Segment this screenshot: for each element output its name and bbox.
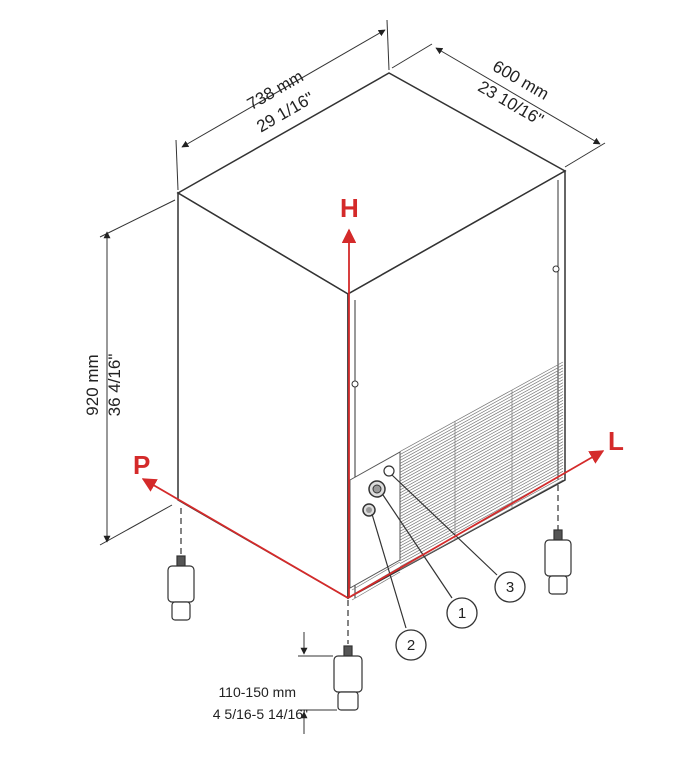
grille-slat [351, 571, 401, 601]
connector-3 [383, 465, 395, 477]
grille-slat [399, 376, 564, 467]
foot-center [333, 600, 363, 711]
grille-slat [351, 561, 401, 591]
grille-slat [399, 447, 564, 538]
grille-slat [399, 385, 564, 476]
callout-2-label: 2 [407, 637, 415, 654]
grille-slat [399, 388, 564, 479]
grille-slat [399, 464, 564, 556]
callout-bubbles [395, 571, 526, 661]
grille-slat [399, 417, 564, 508]
axis-l-line [347, 450, 605, 599]
grille-slat [399, 435, 564, 526]
grille-slat [399, 450, 564, 541]
feet [167, 485, 572, 711]
dim-depth [391, 43, 606, 168]
grille-slat [399, 370, 564, 461]
grille-slat [399, 405, 564, 497]
dim-foot-mm: 110-150 mm [218, 684, 296, 700]
dim-height [99, 199, 176, 546]
callout-1-circle [446, 597, 478, 629]
grille-slat [399, 397, 564, 488]
grille-slat [399, 361, 564, 452]
grille-slat [399, 429, 564, 520]
grille-slat [399, 459, 564, 550]
grille-slat [399, 438, 564, 529]
connection-panel [349, 451, 401, 589]
dim-foot [298, 632, 337, 734]
grille-slat [399, 382, 564, 473]
foot-left [167, 508, 195, 621]
grille-slat [399, 400, 564, 491]
grille-slat [399, 453, 564, 544]
front-grille [399, 361, 564, 570]
grille-slat [399, 391, 564, 482]
grille-slat [399, 394, 564, 485]
grille-slat [399, 461, 564, 553]
callout-1-label: 1 [458, 605, 466, 622]
axis-p-label: P [133, 450, 150, 480]
dim-foot-inch: 4 5/16-5 14/16" [213, 706, 308, 722]
grille-slat [399, 479, 564, 570]
callout-2-circle [395, 629, 427, 661]
grille-slat [399, 367, 564, 458]
grille-slat [399, 456, 564, 547]
grille-slat [399, 411, 564, 503]
axis-p-line [141, 478, 349, 599]
dim-height-mm: 920 mm [83, 354, 102, 415]
grille-slat [399, 467, 564, 559]
red-axes [141, 228, 605, 599]
grille-slat [399, 426, 564, 517]
grille-slat [399, 470, 564, 562]
grille-slat [399, 432, 564, 523]
callout-3-label: 3 [506, 579, 514, 596]
grille-slat [399, 414, 564, 506]
axis-l-label: L [608, 426, 624, 456]
grille-slat [399, 444, 564, 535]
dim-width [175, 19, 390, 191]
grille-slat [399, 441, 564, 532]
grille-slat [399, 364, 564, 455]
callout-3-circle [494, 571, 526, 603]
callout-leaders [371, 474, 498, 629]
dim-height-inch: 36 4/16" [105, 354, 124, 417]
grille-slat [399, 402, 564, 494]
grille-slat [399, 423, 564, 514]
axis-h-label: H [340, 193, 359, 223]
screw-left [351, 380, 359, 388]
screw-right [552, 265, 560, 273]
grille-slat [399, 373, 564, 464]
foot-right [544, 485, 572, 595]
grille-slat [399, 379, 564, 470]
grille-slat [399, 420, 564, 511]
grille-slat [399, 408, 564, 500]
